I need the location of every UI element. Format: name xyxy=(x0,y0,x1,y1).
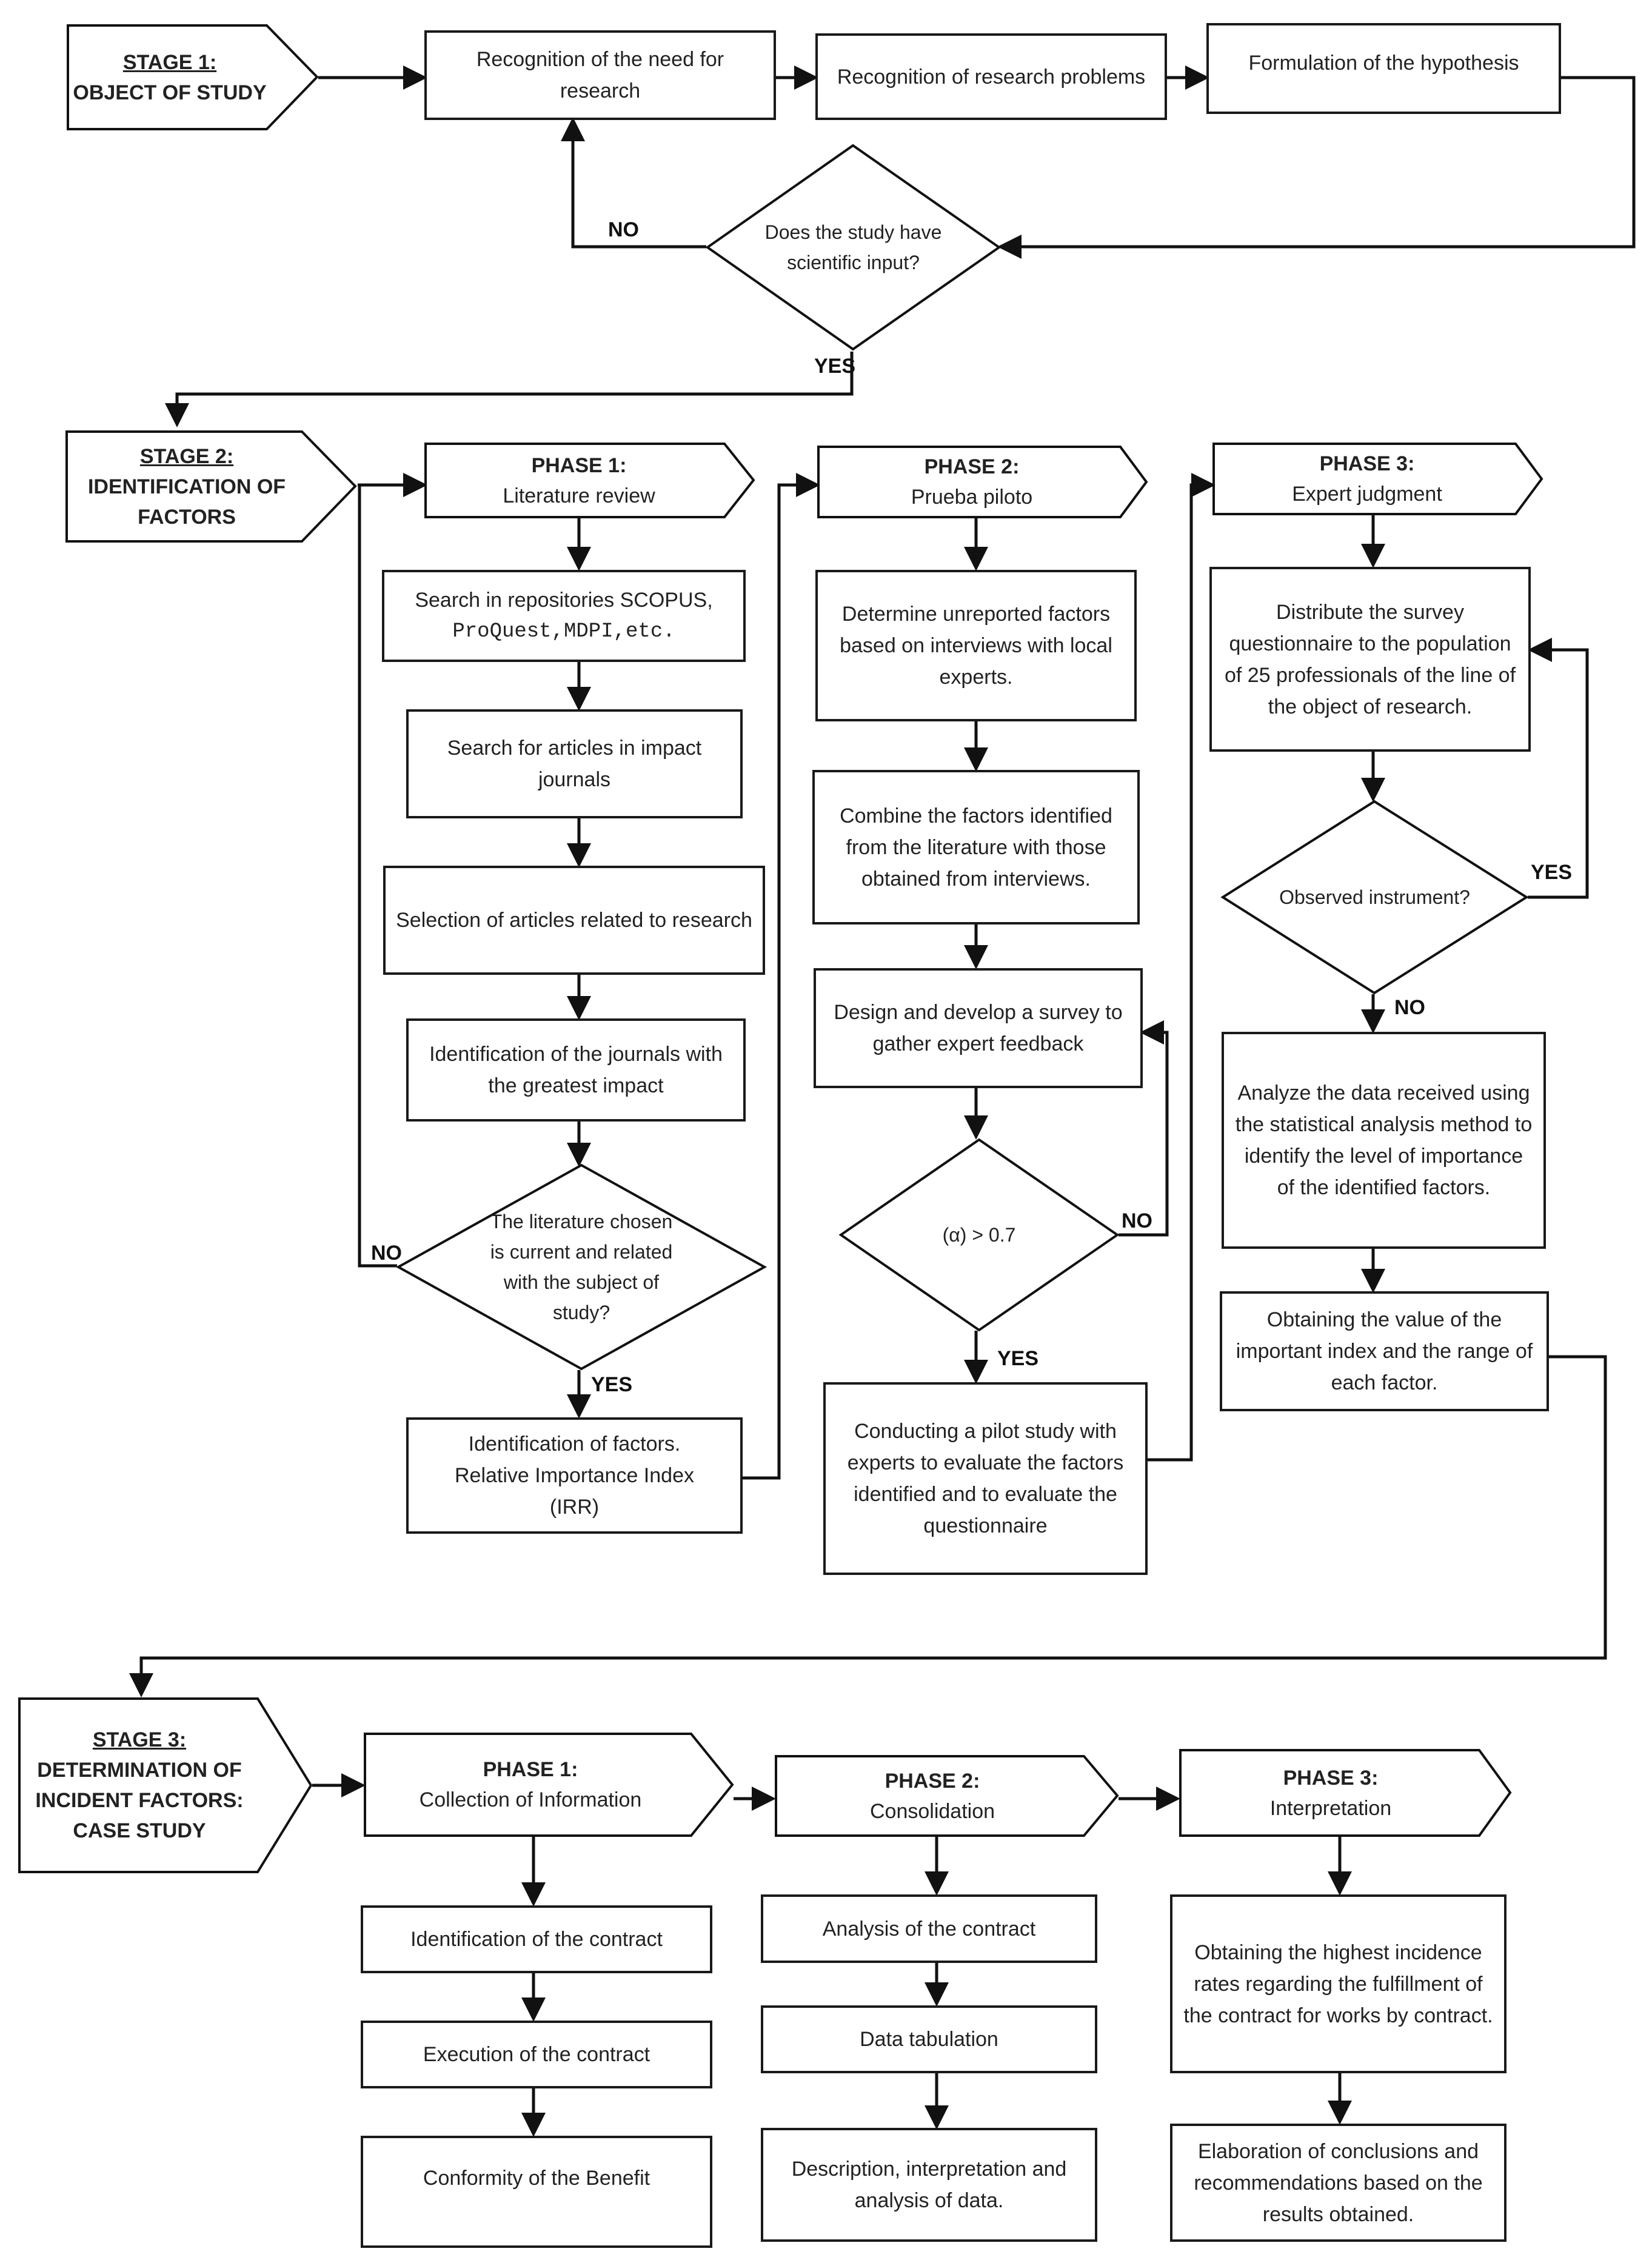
stage1-title: STAGE 1: xyxy=(122,50,217,74)
stage3-title: STAGE 3: xyxy=(92,1728,187,1751)
p3-decision-observed: Observed instrument? xyxy=(1220,800,1529,995)
s3p1-conformity-benefit: Conformity of the Benefit xyxy=(361,2136,712,2248)
arrow-hypothesis-to-decision xyxy=(997,76,1636,259)
s3p3-highest-incidence: Obtaining the highest incidence rates re… xyxy=(1170,1894,1507,2073)
p2-determine-unreported: Determine unreported factors based on in… xyxy=(815,570,1137,721)
p2-decision-alpha: (α) > 0.7 xyxy=(838,1138,1120,1332)
p1-search-repositories: Search in repositories SCOPUS, ProQuest,… xyxy=(382,570,746,662)
stage2-phase3-header: PHASE 3: Expert judgment xyxy=(1212,443,1543,515)
p3-yes-label: YES xyxy=(1531,861,1573,884)
arrow-p1-to-phase2 xyxy=(743,473,820,1480)
s3p1-identification-contract: Identification of the contract xyxy=(361,1905,712,1973)
arrow-decision-no xyxy=(561,117,706,249)
s3p3-conclusions: Elaboration of conclusions and recommend… xyxy=(1170,2124,1507,2242)
p2-combine-factors: Combine the factors identified from the … xyxy=(812,770,1140,924)
arrow-p3-to-stage3 xyxy=(129,1355,1607,1697)
step-hypothesis: Formulation of the hypothesis xyxy=(1206,23,1561,114)
stage3-subtitle: DETERMINATION OF INCIDENT FACTORS: CASE … xyxy=(35,1759,244,1842)
arrow-p3-yes-loop xyxy=(1528,638,1589,899)
stage1-no-label: NO xyxy=(608,218,639,241)
p3-no-label: NO xyxy=(1394,996,1425,1019)
stage2-block: STAGE 2: IDENTIFICATION OF FACTORS xyxy=(65,430,357,543)
p1-search-articles: Search for articles in impact journals xyxy=(406,709,743,818)
stage1-yes-label: YES xyxy=(814,355,856,378)
p2-no-label: NO xyxy=(1122,1209,1152,1232)
p1-yes-label: YES xyxy=(591,1373,633,1396)
arrow-decision-yes xyxy=(165,352,854,427)
p1-no-label: NO xyxy=(371,1242,402,1265)
p3-analyze-data: Analyze the data received using the stat… xyxy=(1222,1032,1546,1249)
arrow-p2-no-loop xyxy=(1119,1020,1169,1237)
stage3-block: STAGE 3: DETERMINATION OF INCIDENT FACTO… xyxy=(18,1697,313,1873)
p1-identification-factors: Identification of factors. Relative Impo… xyxy=(406,1417,743,1534)
p1-decision-literature: The literature chosen is current and rel… xyxy=(395,1163,767,1371)
arrow-p2-to-phase3 xyxy=(1148,473,1216,1462)
stage2-subtitle: IDENTIFICATION OF FACTORS xyxy=(87,475,286,529)
p1-selection-articles: Selection of articles related to researc… xyxy=(383,866,765,975)
p3-obtaining-index: Obtaining the value of the important ind… xyxy=(1220,1291,1549,1411)
stage3-phase2-header: PHASE 2: Consolidation xyxy=(775,1755,1119,1837)
stage3-phase1-header: PHASE 1: Collection of Information xyxy=(364,1733,734,1837)
decision-scientific-input: Does the study have scientific input? xyxy=(705,144,1002,351)
s3p2-description: Description, interpretation and analysis… xyxy=(761,2128,1097,2242)
stage1-subtitle: OBJECT OF STUDY xyxy=(73,81,267,104)
step-need-for-research: Recognition of the need for research xyxy=(424,30,776,120)
stage1-block: STAGE 1: OBJECT OF STUDY xyxy=(67,24,319,130)
s3p1-execution-contract: Execution of the contract xyxy=(361,2021,712,2088)
p2-yes-label: YES xyxy=(997,1347,1039,1370)
step-research-problems: Recognition of research problems xyxy=(815,33,1167,120)
p2-conducting-pilot: Conducting a pilot study with experts to… xyxy=(823,1382,1148,1575)
stage2-title: STAGE 2: xyxy=(139,444,234,468)
p1-identification-journals: Identification of the journals with the … xyxy=(406,1018,746,1122)
arrow-p1-no-loop xyxy=(358,473,427,1268)
s3p2-analysis-contract: Analysis of the contract xyxy=(761,1894,1097,1963)
stage3-phase3-header: PHASE 3: Interpretation xyxy=(1179,1749,1512,1837)
stage2-phase2-header: PHASE 2: Prueba piloto xyxy=(817,446,1148,518)
p3-distribute-survey: Distribute the survey questionnaire to t… xyxy=(1209,567,1531,752)
stage2-phase1-header: PHASE 1: Literature review xyxy=(424,443,755,518)
s3p2-data-tabulation: Data tabulation xyxy=(761,2005,1097,2073)
p2-design-survey: Design and develop a survey to gather ex… xyxy=(814,968,1143,1088)
